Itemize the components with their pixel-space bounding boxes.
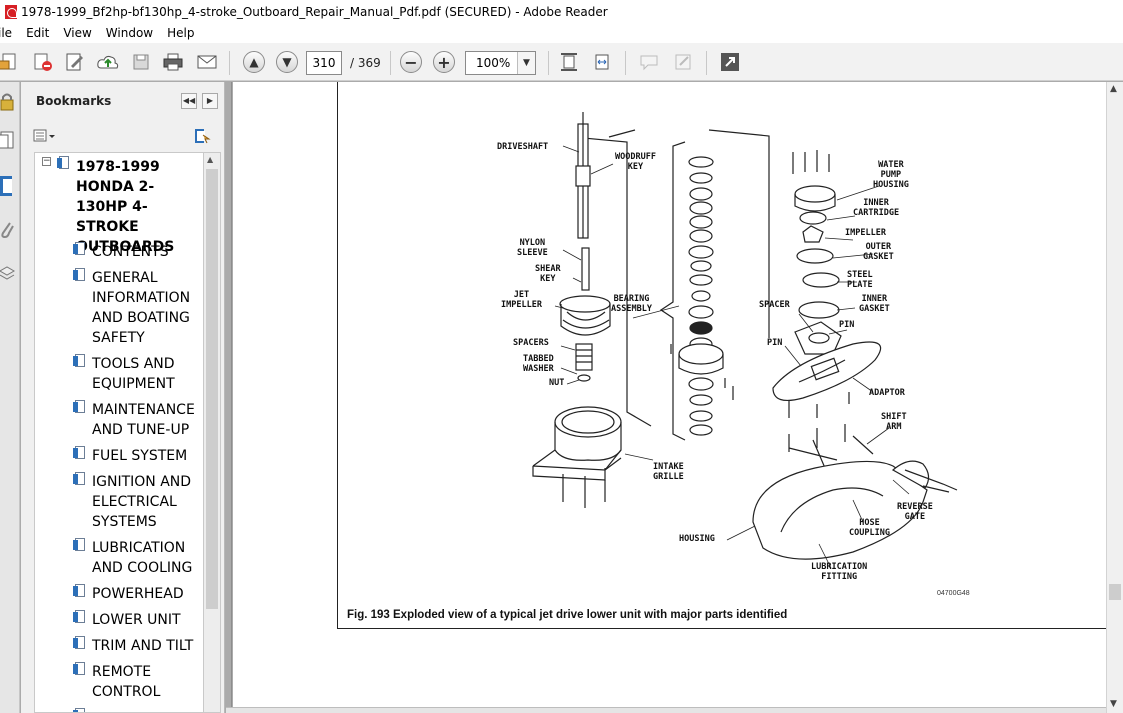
lock-icon[interactable] bbox=[0, 90, 18, 114]
bookmarks-panel: Bookmarks ◀◀ ▶ − 1978-1999 HONDA 2-130HP… bbox=[21, 82, 225, 713]
menu-file[interactable]: ile bbox=[0, 26, 13, 40]
menu-bar: ile Edit View Window Help bbox=[0, 23, 1123, 43]
toolbar: ▲ ▼ 310 / 369 − + 100% ▼ bbox=[0, 43, 1123, 81]
label-shift-arm: SHIFT ARM bbox=[881, 412, 907, 432]
bookmark-icon bbox=[73, 538, 85, 552]
label-nut: NUT bbox=[549, 378, 565, 388]
label-inner-gasket: INNER GASKET bbox=[859, 294, 890, 314]
create-pdf-icon[interactable] bbox=[0, 51, 20, 73]
label-adaptor: ADAPTOR bbox=[869, 388, 905, 398]
attachments-icon[interactable] bbox=[0, 218, 18, 242]
label-water-pump-housing: WATER PUMP HOUSING bbox=[873, 160, 909, 190]
exploded-view-drawing bbox=[532, 112, 958, 569]
bookmark-root-label: 1978-1999 HONDA 2-130HP 4-STROKE OUTBOAR… bbox=[76, 159, 175, 255]
zoom-in-icon[interactable]: + bbox=[432, 51, 456, 73]
bookmark-options-icon[interactable] bbox=[33, 128, 57, 148]
page-number-input[interactable]: 310 bbox=[306, 51, 342, 75]
menu-window[interactable]: Window bbox=[105, 26, 154, 40]
pdf-page: DRIVESHAFT WOODRUFF KEY WATER PUMP HOUSI… bbox=[233, 82, 1106, 709]
chevron-down-icon[interactable]: ▼ bbox=[517, 52, 535, 74]
title-bar: 1978-1999_Bf2hp-bf130hp_4-stroke_Outboar… bbox=[0, 0, 1123, 23]
sticky-note-icon[interactable] bbox=[671, 51, 695, 73]
bookmark-icon bbox=[73, 708, 85, 712]
zoom-out-icon[interactable]: − bbox=[399, 51, 423, 73]
menu-edit[interactable]: Edit bbox=[26, 26, 50, 40]
label-jet-impeller: JET IMPELLER bbox=[501, 290, 542, 310]
save-icon[interactable] bbox=[129, 51, 153, 73]
scroll-thumb[interactable] bbox=[1109, 584, 1121, 600]
label-inner-cartridge: INNER CARTRIDGE bbox=[853, 198, 900, 218]
bookmark-icon bbox=[73, 446, 85, 460]
navigation-rail bbox=[0, 82, 20, 713]
page-total: / 369 bbox=[350, 56, 381, 70]
bookmarks-panel-icon[interactable] bbox=[0, 174, 18, 198]
scroll-down-icon[interactable]: ▼ bbox=[1110, 699, 1117, 709]
zoom-value: 100% bbox=[476, 56, 511, 70]
bookmarks-title: Bookmarks bbox=[36, 94, 112, 108]
comment-icon[interactable] bbox=[637, 51, 661, 73]
bookmark-icon bbox=[73, 584, 85, 598]
bookmarks-scrollbar[interactable]: ▲ bbox=[204, 152, 221, 713]
label-impeller: IMPELLER bbox=[845, 228, 886, 238]
upload-icon[interactable] bbox=[96, 51, 120, 73]
label-intake-grille: INTAKE GRILLE bbox=[653, 462, 684, 482]
adobe-reader-icon bbox=[5, 4, 17, 19]
bookmark-icon bbox=[73, 636, 85, 650]
print-icon[interactable] bbox=[161, 51, 185, 73]
fit-page-icon[interactable] bbox=[557, 51, 581, 73]
bookmark-icon bbox=[73, 472, 85, 486]
bookmark-icon bbox=[73, 662, 85, 676]
zoom-select[interactable]: 100% ▼ bbox=[465, 51, 536, 75]
layers-icon[interactable] bbox=[0, 262, 18, 286]
figure-code: 04700G48 bbox=[937, 590, 970, 597]
menu-view[interactable]: View bbox=[63, 26, 92, 40]
label-pin: PIN bbox=[839, 320, 855, 330]
menu-help[interactable]: Help bbox=[167, 26, 195, 40]
label-driveshaft: DRIVESHAFT bbox=[497, 142, 549, 152]
prev-page-icon[interactable]: ▲ bbox=[242, 51, 266, 73]
label-lubrication-fitting: LUBRICATION FITTING bbox=[811, 562, 868, 582]
page-thumbnails-icon[interactable] bbox=[0, 128, 18, 152]
document-scrollbar[interactable]: ▲ ▼ bbox=[1106, 82, 1123, 713]
bookmarks-tree: − 1978-1999 HONDA 2-130HP 4-STROKE OUTBO… bbox=[34, 152, 204, 713]
label-hose-coupling: HOSE COUPLING bbox=[849, 518, 890, 538]
label-pin: PIN bbox=[767, 338, 783, 348]
figure-caption: Fig. 193 Exploded view of a typical jet … bbox=[347, 609, 788, 621]
bookmark-icon bbox=[57, 156, 69, 170]
label-spacer: SPACER bbox=[759, 300, 790, 310]
bookmark-icon bbox=[73, 268, 85, 282]
bookmark-icon bbox=[73, 242, 85, 256]
panel-options-icon[interactable]: ▶ bbox=[202, 93, 218, 109]
label-woodruff-key: WOODRUFF KEY bbox=[615, 152, 656, 172]
bookmark-new-icon[interactable] bbox=[193, 127, 211, 149]
sign-icon[interactable] bbox=[63, 51, 87, 73]
scroll-up-icon[interactable]: ▲ bbox=[1110, 84, 1117, 94]
label-housing: HOUSING bbox=[679, 534, 715, 544]
label-steel-plate: STEEL PLATE bbox=[847, 270, 873, 290]
label-outer-gasket: OUTER GASKET bbox=[863, 242, 894, 262]
window-title: 1978-1999_Bf2hp-bf130hp_4-stroke_Outboar… bbox=[21, 4, 608, 19]
bookmark-icon bbox=[73, 354, 85, 368]
label-nylon-sleeve: NYLON SLEEVE bbox=[517, 238, 548, 258]
email-icon[interactable] bbox=[195, 51, 219, 73]
convert-icon[interactable] bbox=[30, 51, 54, 73]
expand-icon[interactable] bbox=[718, 51, 742, 73]
collapse-toggle[interactable]: − bbox=[42, 156, 51, 166]
label-shear-key: SHEAR KEY bbox=[535, 264, 561, 284]
label-spacers: SPACERS bbox=[513, 338, 549, 348]
label-tabbed-washer: TABBED WASHER bbox=[523, 354, 554, 374]
label-bearing-assembly: BEARING ASSEMBLY bbox=[611, 294, 652, 314]
fit-width-icon[interactable] bbox=[590, 51, 614, 73]
horizontal-scrollbar[interactable] bbox=[226, 707, 1106, 713]
document-view[interactable]: DRIVESHAFT WOODRUFF KEY WATER PUMP HOUSI… bbox=[226, 82, 1106, 713]
collapse-panel-icon[interactable]: ◀◀ bbox=[181, 93, 197, 109]
bookmark-icon bbox=[73, 400, 85, 414]
figure-frame bbox=[337, 82, 1106, 629]
label-reverse-gate: REVERSE GATE bbox=[897, 502, 933, 522]
next-page-icon[interactable]: ▼ bbox=[275, 51, 299, 73]
bookmark-icon bbox=[73, 610, 85, 624]
